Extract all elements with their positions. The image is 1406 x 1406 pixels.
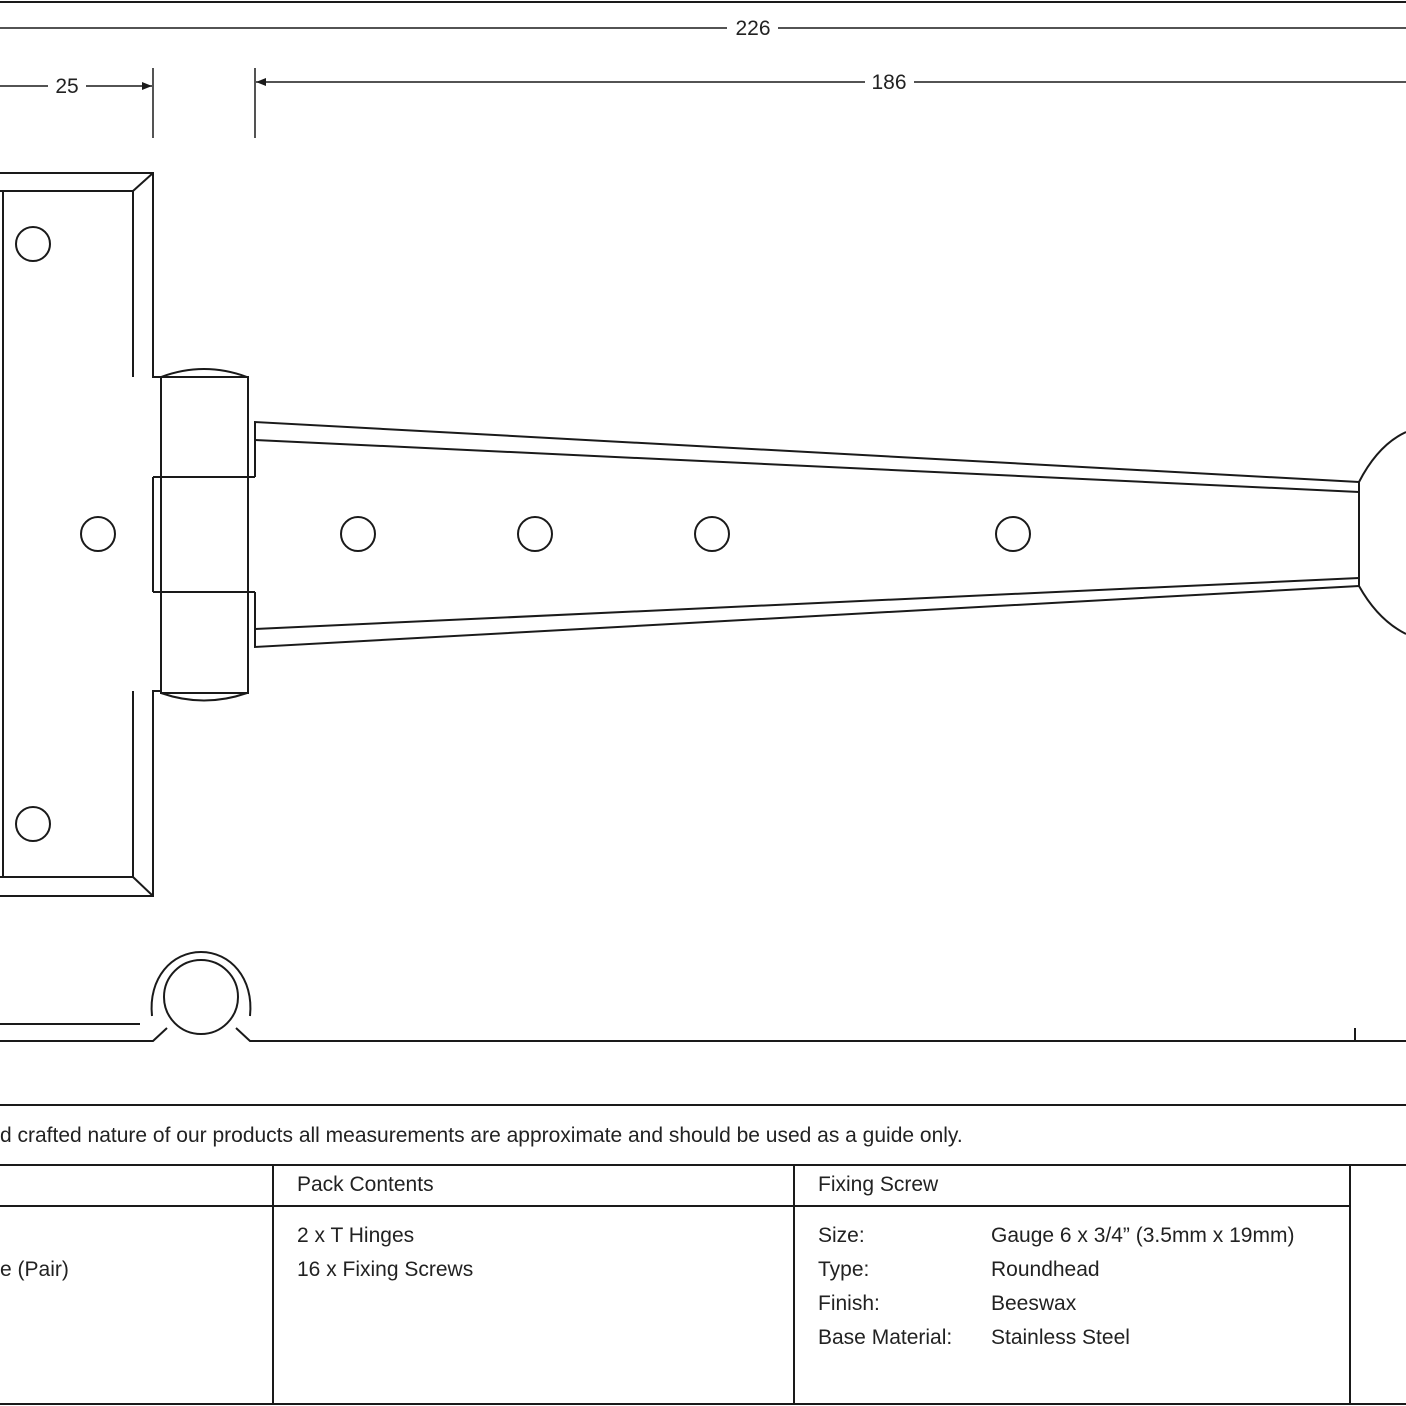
screw-finish-value: Beeswax bbox=[991, 1292, 1077, 1315]
screw-hole bbox=[80, 516, 116, 552]
screw-type-label: Type: bbox=[818, 1258, 870, 1281]
overall-length-label: 226 bbox=[735, 17, 770, 40]
screw-size-value: Gauge 6 x 3/4” (3.5mm x 19mm) bbox=[991, 1224, 1295, 1247]
pack-contents-header: Pack Contents bbox=[297, 1173, 434, 1196]
screw-hole bbox=[995, 516, 1031, 552]
screw-type-value: Roundhead bbox=[991, 1258, 1100, 1281]
pack-contents-item: 16 x Fixing Screws bbox=[297, 1258, 474, 1281]
strap-finial bbox=[1358, 431, 1406, 483]
hinge-side-profile bbox=[0, 950, 1406, 1042]
strap-length-label: 186 bbox=[871, 71, 906, 94]
screw-material-label: Base Material: bbox=[818, 1326, 953, 1349]
screw-holes bbox=[15, 226, 1031, 842]
measurement-disclaimer: d crafted nature of our products all mea… bbox=[0, 1124, 963, 1147]
hinge-strap bbox=[254, 420, 1406, 649]
pack-contents-item: 2 x T Hinges bbox=[297, 1224, 415, 1247]
screw-hole bbox=[15, 226, 51, 262]
screw-hole bbox=[694, 516, 730, 552]
screw-finish-label: Finish: bbox=[818, 1292, 880, 1315]
screw-material-value: Stainless Steel bbox=[991, 1326, 1130, 1349]
screw-hole bbox=[517, 516, 553, 552]
screw-size-label: Size: bbox=[818, 1224, 865, 1247]
leaf-width-dimension-line bbox=[0, 68, 154, 138]
product-name-partial: e (Pair) bbox=[0, 1258, 69, 1281]
hinge-cross-plate bbox=[0, 172, 162, 897]
screw-hole bbox=[15, 806, 51, 842]
hinge-knuckle bbox=[152, 368, 255, 702]
fixing-screw-header: Fixing Screw bbox=[818, 1173, 939, 1196]
strap-length-dimension-line bbox=[254, 68, 1406, 138]
screw-hole bbox=[340, 516, 376, 552]
leaf-width-label: 25 bbox=[55, 75, 78, 98]
